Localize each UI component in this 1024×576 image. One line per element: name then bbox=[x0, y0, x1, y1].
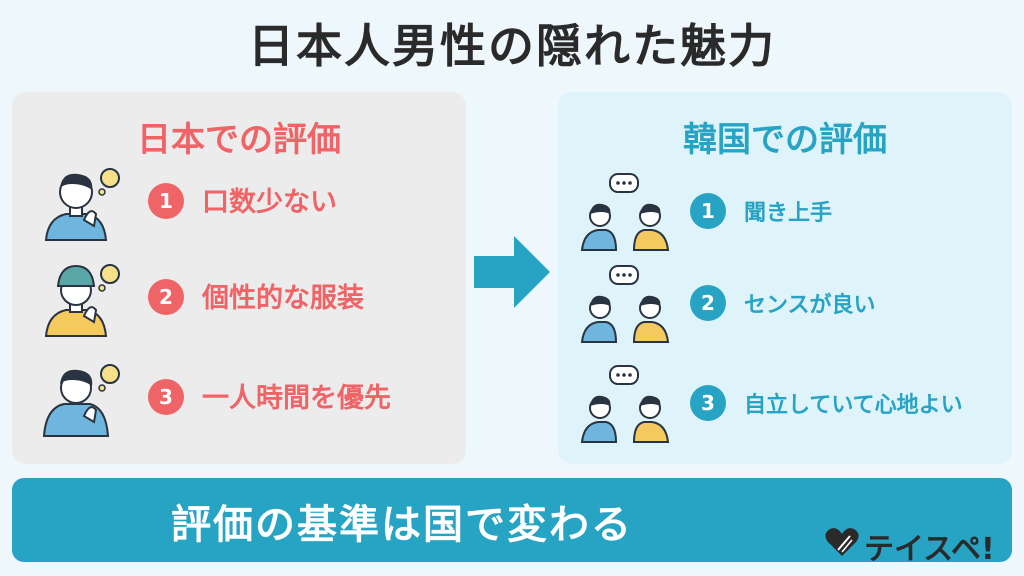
page-title: 日本人男性の隠れた魅力 bbox=[248, 19, 776, 73]
list-item: 2 個性的な服装 bbox=[12, 258, 466, 338]
list-item: 1 口数少ない bbox=[12, 162, 466, 242]
item-number-badge: 2 bbox=[690, 285, 726, 321]
item-number-badge: 2 bbox=[148, 279, 184, 315]
item-label: 聞き上手 bbox=[744, 201, 833, 226]
list-item: 3 一人時間を優先 bbox=[12, 358, 466, 438]
korea-evaluation-panel: 韓国での評価 1 聞き上手 2 センスが良い bbox=[558, 92, 1012, 464]
list-item: 2 センスが良い bbox=[558, 264, 1012, 344]
site-logo: テイスペ! bbox=[820, 522, 1020, 567]
banner-text: 評価の基準は国で変わる bbox=[171, 502, 633, 548]
japan-evaluation-panel: 日本での評価 1 口数少ない 2 個性的な服装 bbox=[12, 92, 466, 464]
item-label: 個性的な服装 bbox=[202, 283, 364, 314]
list-item: 3 自立していて心地よい bbox=[558, 364, 1012, 444]
item-label: 自立していて心地よい bbox=[744, 393, 963, 418]
item-number-badge: 3 bbox=[148, 379, 184, 415]
korea-panel-heading: 韓国での評価 bbox=[683, 120, 887, 160]
japan-panel-heading: 日本での評価 bbox=[137, 120, 341, 160]
item-number-badge: 1 bbox=[148, 183, 184, 219]
item-number-badge: 1 bbox=[690, 193, 726, 229]
list-item: 1 聞き上手 bbox=[558, 172, 1012, 252]
conversation-icon bbox=[580, 173, 670, 251]
item-label: 一人時間を優先 bbox=[202, 383, 391, 414]
heart-logo-icon bbox=[825, 528, 859, 556]
item-label: 口数少ない bbox=[202, 187, 337, 218]
beanie-man-icon bbox=[44, 264, 120, 337]
logo-text: テイスペ! bbox=[864, 532, 995, 567]
conversation-icon bbox=[580, 265, 670, 343]
hoodie-man-icon bbox=[42, 364, 120, 437]
conversation-icon bbox=[580, 365, 670, 443]
item-label: センスが良い bbox=[744, 293, 876, 318]
arrow-right-icon bbox=[474, 236, 550, 308]
item-number-badge: 3 bbox=[690, 385, 726, 421]
thinking-man-icon bbox=[44, 168, 120, 241]
